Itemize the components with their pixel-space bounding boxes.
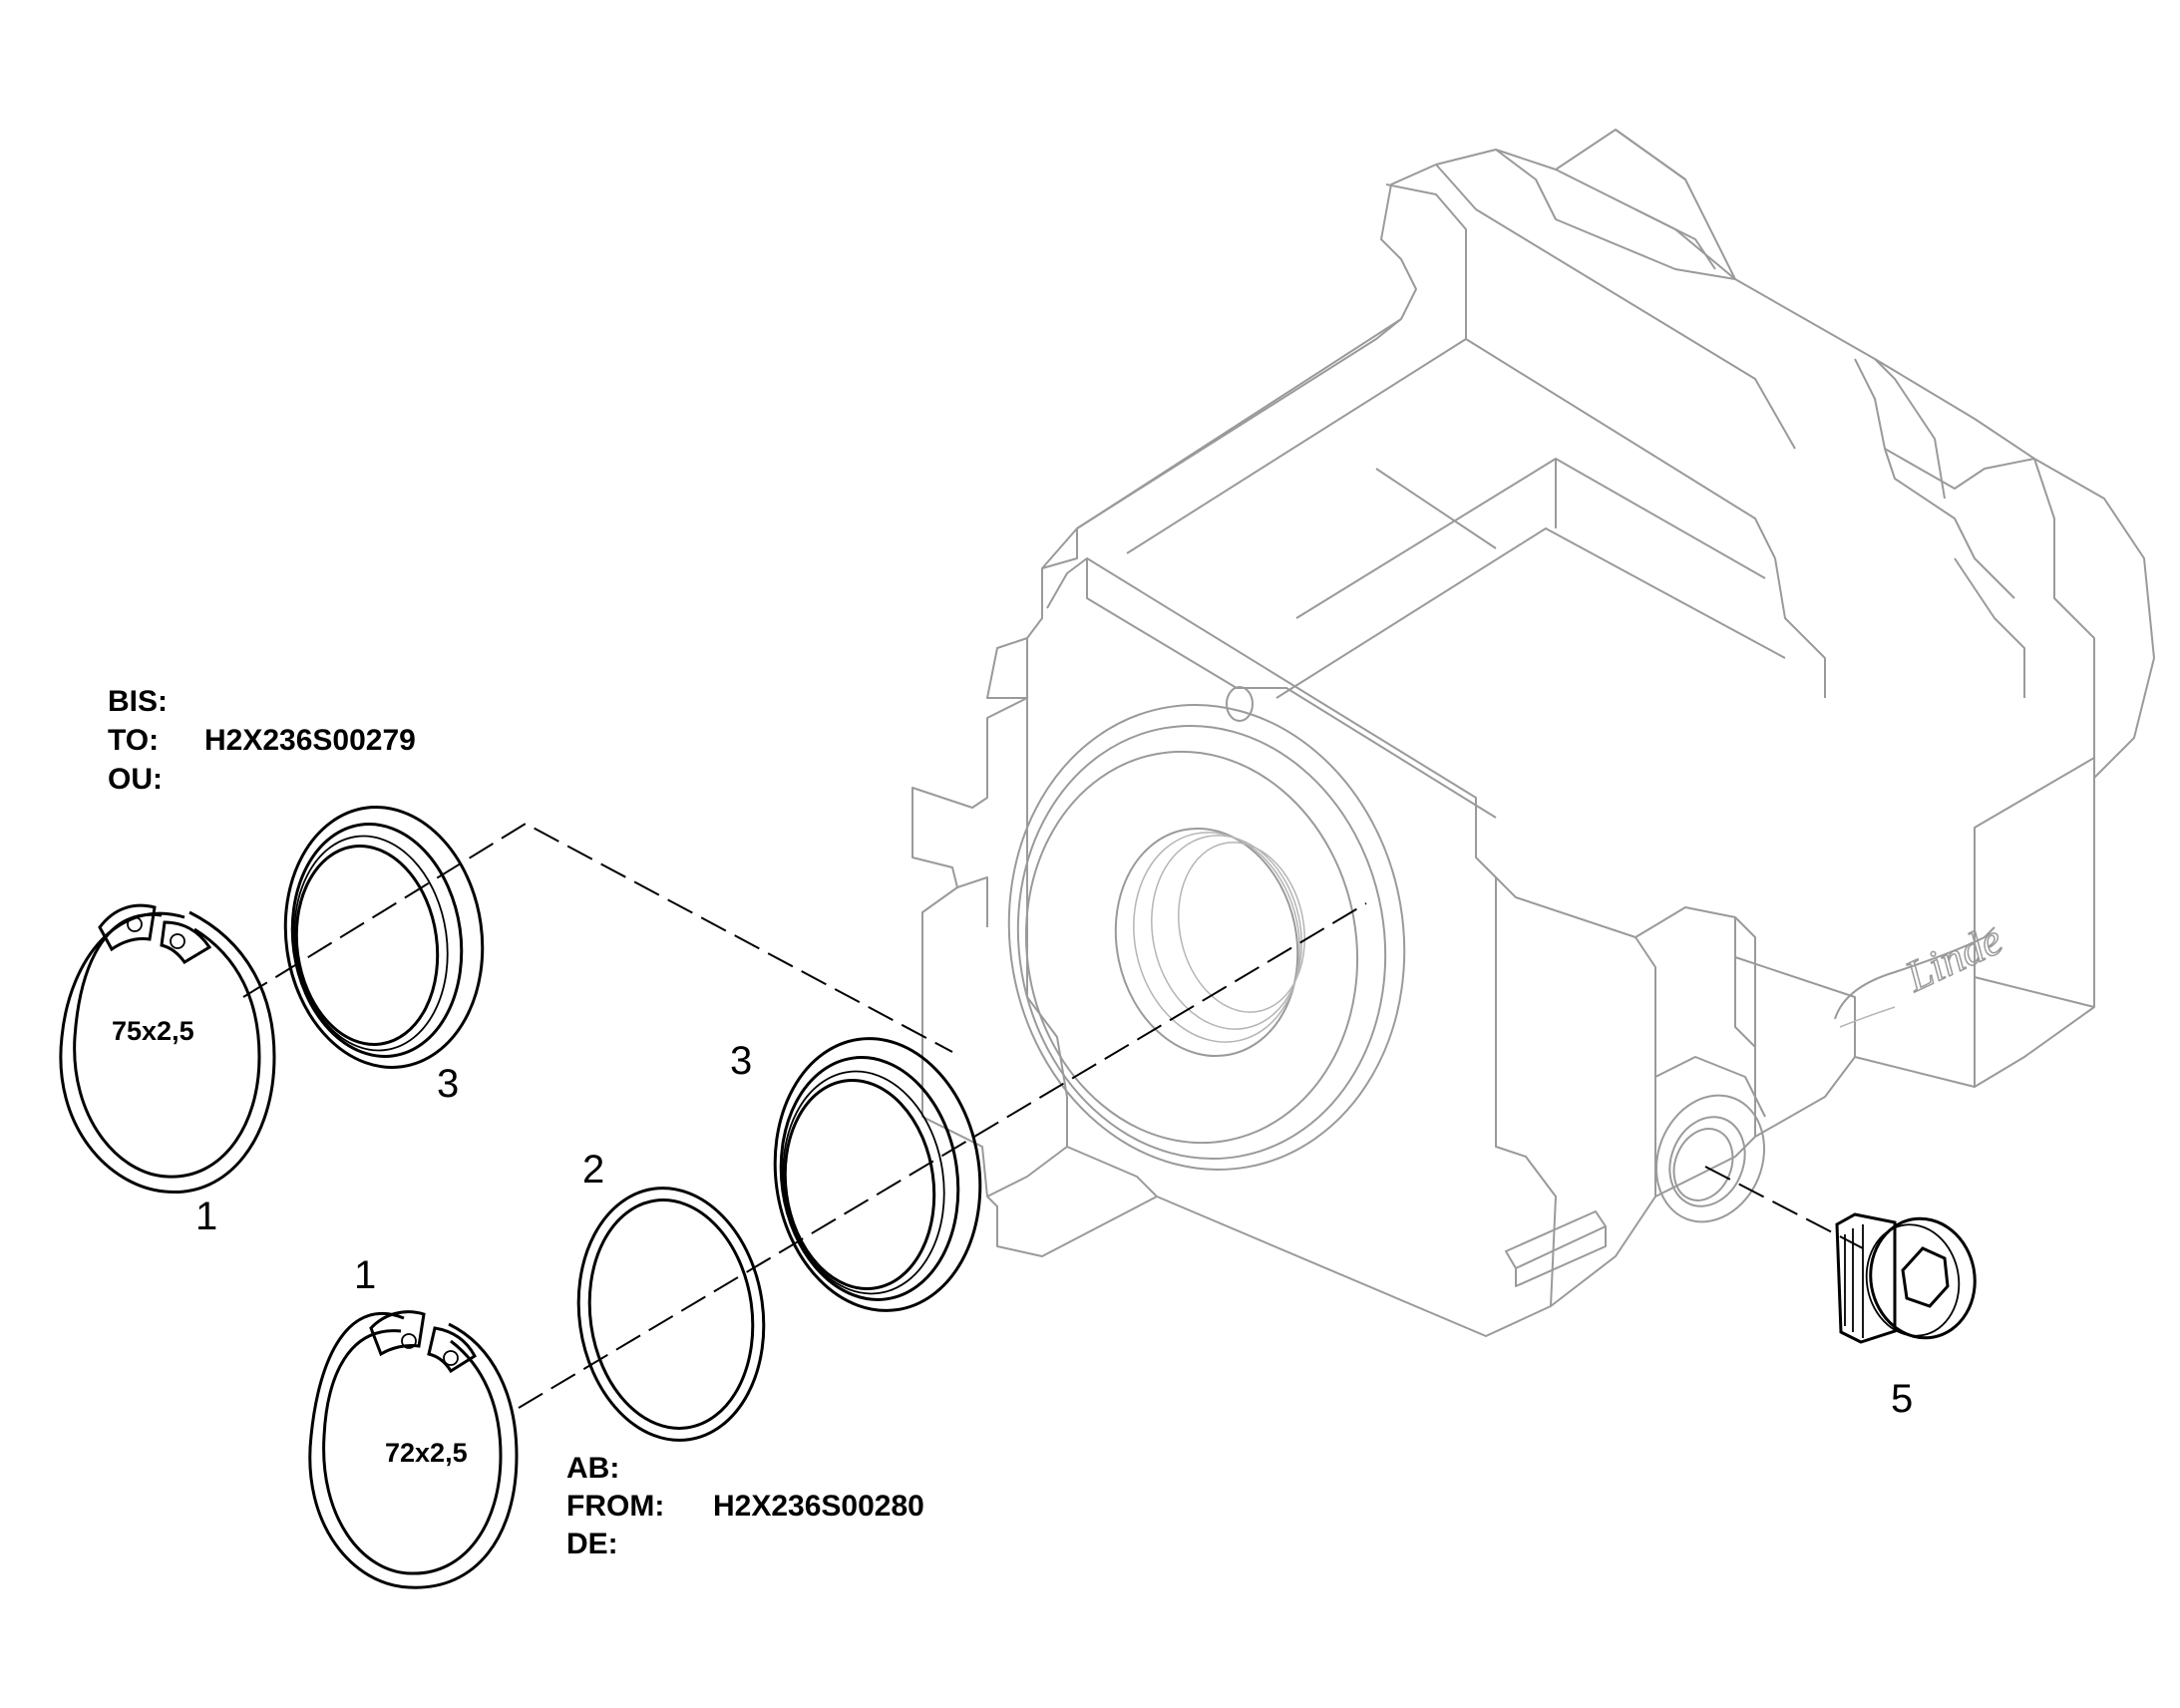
- lower-circlip: [308, 1310, 519, 1589]
- upper-serial-note: BIS: TO: H2X236S00279 OU:: [108, 685, 416, 796]
- drain-plug: [1835, 1212, 1977, 1344]
- brand-logo: Linde: [1898, 914, 2009, 1001]
- upper-note-serial-number: H2X236S00279: [204, 724, 416, 757]
- lower-note-line3: DE:: [566, 1528, 618, 1560]
- lower-seal-ring: [773, 1037, 982, 1312]
- upper-circlip-size-label: 75x2,5: [112, 1016, 194, 1046]
- lower-note-line2-prefix: FROM:: [566, 1490, 664, 1523]
- lower-o-ring-item-number: 2: [582, 1148, 604, 1192]
- lower-serial-note: AB: FROM: H2X236S00280 DE:: [566, 1452, 924, 1560]
- upper-seal-ring: [283, 806, 485, 1069]
- upper-seal-ring-item-number: 3: [437, 1062, 459, 1106]
- assembly-axis-lines: [242, 822, 1864, 1409]
- lower-seal-ring-item-number: 3: [730, 1039, 752, 1083]
- lower-circlip-item-number: 1: [354, 1253, 376, 1297]
- drain-plug-item-number: 5: [1891, 1377, 1913, 1421]
- upper-note-line2-prefix: TO:: [108, 724, 159, 757]
- upper-note-line1: BIS:: [108, 685, 168, 718]
- lower-circlip-size-label: 72x2,5: [385, 1438, 468, 1468]
- lower-o-ring: [576, 1187, 766, 1442]
- upper-circlip-item-number: 1: [195, 1195, 217, 1238]
- upper-note-line3: OU:: [108, 763, 163, 796]
- upper-circlip: [59, 903, 276, 1194]
- lower-note-line1: AB:: [566, 1452, 619, 1485]
- transmission-housing: [911, 129, 2155, 1337]
- lower-note-serial-number: H2X236S00280: [713, 1490, 924, 1523]
